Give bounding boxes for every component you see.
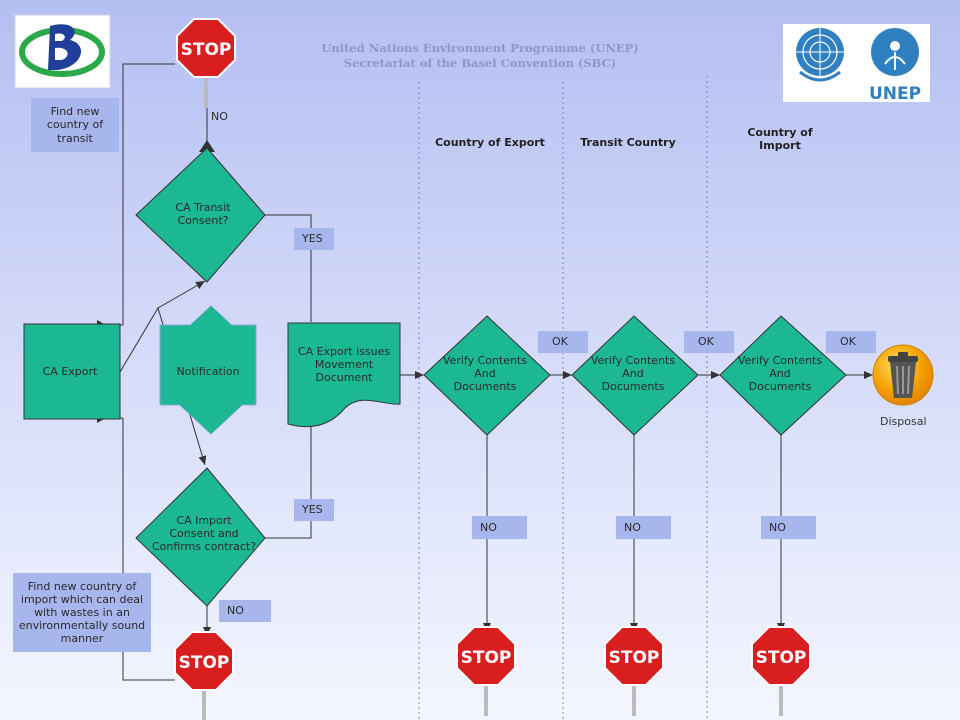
verify-decision-export: Verify Contents And Documents (423, 315, 551, 436)
movement-doc-label-2: Movement (315, 358, 374, 371)
stop-text-top: STOP (181, 40, 232, 60)
movement-doc-label-3: Document (316, 371, 374, 384)
verify-import-label-2: And (769, 367, 790, 380)
verify-transit-label-3: Documents (602, 380, 665, 393)
no-label-verify-1: NO (472, 516, 527, 539)
header-line-2: Secretariat of the Basel Convention (SBC… (343, 56, 617, 70)
ca-export-node: CA Export (23, 323, 121, 420)
verify-import-label-1: Verify Contents (738, 354, 822, 367)
stop-text-export: STOP (461, 648, 512, 668)
verify-export-label-2: And (474, 367, 495, 380)
movement-doc-label-1: CA Export issues (298, 345, 390, 358)
verify-decision-transit: Verify Contents And Documents (571, 315, 699, 436)
ca-transit-label-1: CA Transit (175, 201, 231, 214)
verify-transit-label-2: And (622, 367, 643, 380)
no-label-verify-2: NO (616, 516, 671, 539)
notification-label: Notification (176, 365, 239, 378)
ok-label-1: OK (538, 331, 588, 353)
stop-text-transit: STOP (609, 648, 660, 668)
unep-logo-text: UNEP (869, 84, 921, 104)
column-label-transit: Transit Country (580, 136, 676, 149)
unep-logo: UNEP (783, 24, 930, 104)
ok-label-2: OK (684, 331, 734, 353)
basel-convention-logo (14, 14, 111, 89)
ca-transit-label-2: Consent? (177, 214, 228, 227)
movement-document-node: CA Export issues Movement Document (287, 322, 401, 428)
stop-sign-transit: STOP (604, 626, 664, 716)
no-label-verify-3: NO (761, 516, 816, 539)
ca-import-label-2: Consent and (169, 527, 238, 540)
stop-sign-top: STOP (176, 18, 236, 108)
no-label-import: NO (219, 600, 271, 622)
trash-bin-icon (872, 344, 934, 406)
verify-export-label-3: Documents (454, 380, 517, 393)
notification-node: Notification (159, 305, 257, 435)
verify-export-label-1: Verify Contents (443, 354, 527, 367)
ca-transit-decision: CA Transit Consent? (135, 147, 266, 283)
stop-sign-export: STOP (456, 626, 516, 716)
yes-label-transit: YES (294, 228, 334, 250)
ca-import-decision: CA Import Consent and Confirms contract? (135, 467, 266, 607)
verify-import-label-3: Documents (749, 380, 812, 393)
ca-export-label: CA Export (43, 365, 98, 378)
ca-import-label-1: CA Import (176, 514, 232, 527)
arrow-up-to-stop (199, 140, 215, 152)
ca-import-label-3: Confirms contract? (152, 540, 256, 553)
disposal-label: Disposal (880, 415, 927, 428)
lane-separators (418, 76, 708, 720)
stop-sign-import: STOP (751, 626, 811, 716)
yes-label-import: YES (294, 499, 334, 521)
verify-decision-import: Verify Contents And Documents (719, 315, 847, 436)
no-label-transit: NO (211, 110, 228, 124)
verify-transit-label-1: Verify Contents (591, 354, 675, 367)
stop-sign-bottom: STOP (174, 631, 234, 720)
stop-text-import: STOP (756, 648, 807, 668)
note-find-new-import: Find new country of import which can dea… (13, 573, 151, 652)
header-line-1: United Nations Environment Programme (UN… (321, 41, 639, 55)
note-find-new-transit: Find new country of transit (31, 98, 119, 152)
stop-text-bottom: STOP (179, 653, 230, 673)
column-label-export: Country of Export (435, 136, 545, 149)
ok-label-3: OK (826, 331, 876, 353)
column-label-import: Country of Import (747, 126, 813, 152)
